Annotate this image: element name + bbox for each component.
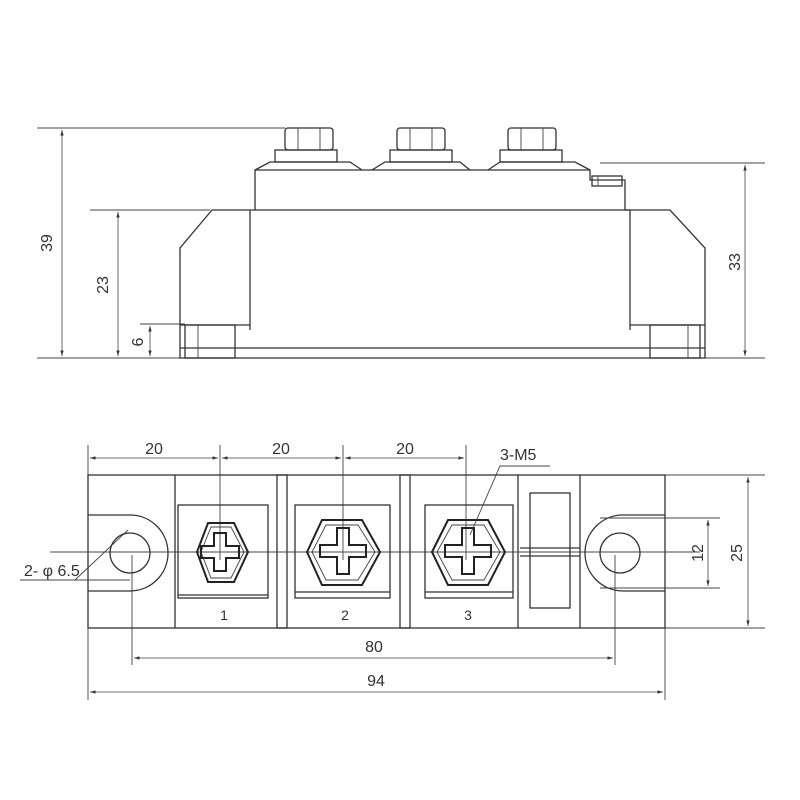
dim-39-label: 39 — [39, 234, 56, 252]
gate-connector — [520, 492, 580, 609]
dim-94-label: 94 — [367, 673, 385, 690]
dim-80-label: 80 — [365, 639, 383, 656]
dim-25-label: 25 — [729, 544, 746, 562]
side-screw-1 — [274, 127, 338, 163]
mounting-hole-right — [584, 514, 665, 592]
mounting-hole-left — [88, 514, 169, 592]
side-screw-2 — [389, 127, 453, 163]
side-view: 39 23 6 33 — [37, 127, 765, 359]
screw-spec-label: 3-M5 — [500, 447, 537, 464]
terminal-2 — [294, 504, 391, 599]
dim-pitch-1-label: 20 — [145, 441, 163, 458]
dim-pitch-2-label: 20 — [272, 441, 290, 458]
dim-23-label: 23 — [95, 276, 112, 294]
side-screw-3 — [499, 127, 563, 163]
terminal-1 — [177, 504, 269, 599]
terminal-label-2: 2 — [341, 607, 349, 623]
dim-6-label: 6 — [130, 337, 147, 346]
terminal-label-1: 1 — [220, 607, 228, 623]
terminal-label-3: 3 — [464, 607, 472, 623]
hole-spec-label: 2- φ 6.5 — [24, 563, 80, 580]
dim-pitch-3-label: 20 — [396, 441, 414, 458]
terminal-3 — [424, 504, 514, 599]
dim-33-label: 33 — [727, 253, 744, 271]
top-view: 20 20 20 3-M5 2- φ 6.5 12 25 80 94 1 2 3 — [20, 441, 765, 700]
dim-12-label: 12 — [690, 544, 707, 562]
